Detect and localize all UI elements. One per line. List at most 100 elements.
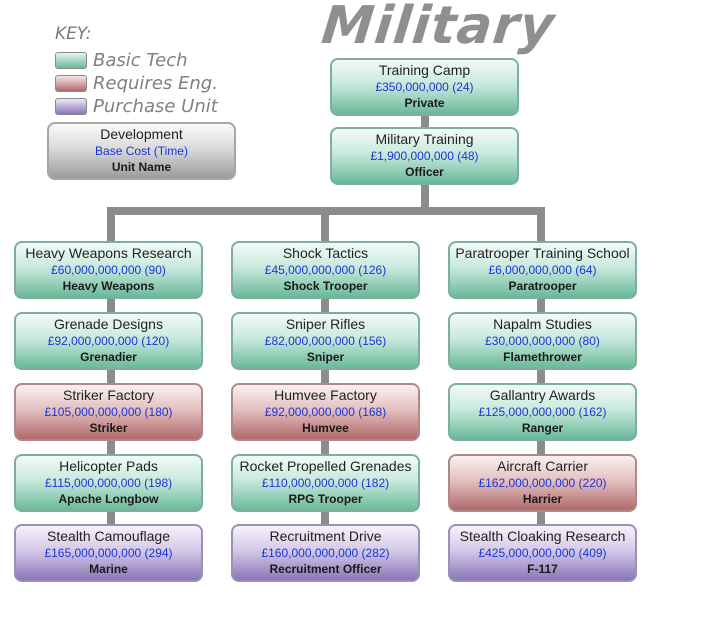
tech-box-military-training: Military Training £1,900,000,000 (48) Of… xyxy=(330,127,519,185)
tech-box: Sniper Rifles £82,000,000,000 (156) Sniper xyxy=(231,312,420,370)
tech-unit: Heavy Weapons xyxy=(62,279,155,293)
connector-segment xyxy=(107,368,115,385)
tech-cost: £82,000,000,000 (156) xyxy=(264,334,387,348)
tech-box: Aircraft Carrier £162,000,000,000 (220) Ha… xyxy=(448,454,637,512)
tech-box: Grenade Designs £92,000,000,000 (120) Gren… xyxy=(14,312,203,370)
tech-cost: £160,000,000,000 (282) xyxy=(261,546,390,560)
tech-cost: £105,000,000,000 (180) xyxy=(44,405,173,419)
key-label: Requires Eng. xyxy=(93,72,218,94)
tech-unit: Officer xyxy=(405,165,444,179)
tech-cost: £45,000,000,000 (126) xyxy=(264,263,387,277)
legend-box-name: Development xyxy=(100,126,183,142)
tech-name: Striker Factory xyxy=(62,387,154,403)
tech-unit: Recruitment Officer xyxy=(269,562,382,576)
tech-unit: Sniper xyxy=(306,350,345,364)
tech-cost: £110,000,000,000 (182) xyxy=(261,476,390,490)
tech-unit: Shock Trooper xyxy=(283,279,368,293)
tech-name: Recruitment Drive xyxy=(269,528,382,544)
tech-unit: Paratrooper xyxy=(508,279,577,293)
tech-name: Training Camp xyxy=(378,62,471,78)
tech-unit: Striker xyxy=(89,421,128,435)
connector-segment xyxy=(107,510,115,526)
connector-segment xyxy=(321,439,329,456)
tech-cost: £115,000,000,000 (198) xyxy=(44,476,173,490)
tech-unit: F-117 xyxy=(527,562,558,576)
connector-segment xyxy=(537,510,545,526)
tech-unit: Grenadier xyxy=(80,350,137,364)
tech-box: Stealth Camouflage £165,000,000,000 (294)… xyxy=(14,524,203,582)
tech-box: Rocket Propelled Grenades £110,000,000,00… xyxy=(231,454,420,512)
connector-segment xyxy=(321,368,329,385)
tech-name: Napalm Studies xyxy=(493,316,592,332)
connector-segment xyxy=(321,510,329,526)
tech-name: Shock Tactics xyxy=(282,245,369,261)
tech-name: Military Training xyxy=(375,131,474,147)
tech-unit: Harrier xyxy=(522,492,563,506)
tech-box: Striker Factory £105,000,000,000 (180) Str… xyxy=(14,383,203,441)
legend-box-cost: Base Cost (Time) xyxy=(95,144,188,158)
tech-box: Shock Tactics £45,000,000,000 (126) Shock … xyxy=(231,241,420,299)
tech-name: Humvee Factory xyxy=(274,387,377,403)
key-label: Purchase Unit xyxy=(93,95,218,117)
tech-cost: £125,000,000,000 (162) xyxy=(478,405,607,419)
tech-cost: £425,000,000,000 (409) xyxy=(478,546,607,560)
tech-name: Heavy Weapons Research xyxy=(25,245,192,261)
tech-cost: £92,000,000,000 (168) xyxy=(264,405,387,419)
tech-unit: Flamethrower xyxy=(503,350,582,364)
key-swatch-purple xyxy=(55,97,87,115)
tech-name: Paratrooper Training School xyxy=(455,245,630,261)
connector-col-2 xyxy=(321,207,329,243)
key-swatch-red xyxy=(55,74,87,92)
connector-col-3 xyxy=(537,207,545,243)
key-swatch-green xyxy=(55,51,87,69)
tech-cost: £165,000,000,000 (294) xyxy=(44,546,173,560)
tech-box: Recruitment Drive £160,000,000,000 (282) R… xyxy=(231,524,420,582)
tech-cost: £6,000,000,000 (64) xyxy=(488,263,597,277)
tech-name: Stealth Camouflage xyxy=(47,528,170,544)
tech-cost: £60,000,000,000 (90) xyxy=(51,263,166,277)
tech-name: Helicopter Pads xyxy=(59,458,158,474)
tech-cost: £162,000,000,000 (220) xyxy=(478,476,607,490)
tech-box: Napalm Studies £30,000,000,000 (80) Flamet… xyxy=(448,312,637,370)
tech-box: Helicopter Pads £115,000,000,000 (198) Apa… xyxy=(14,454,203,512)
tech-unit: Ranger xyxy=(521,421,564,435)
key-item-basic-tech: Basic Tech xyxy=(55,49,188,71)
tech-cost: £1,900,000,000 (48) xyxy=(370,149,479,163)
connector-root-2 xyxy=(421,185,429,210)
tech-unit: Apache Longbow xyxy=(58,492,159,506)
connector-segment xyxy=(537,439,545,456)
tech-box: Stealth Cloaking Research £425,000,000,00… xyxy=(448,524,637,582)
connector-segment xyxy=(107,297,115,314)
key-label: Basic Tech xyxy=(93,49,188,71)
page-title: Military xyxy=(318,0,558,56)
legend-box-unit: Unit Name xyxy=(111,160,172,174)
tech-name: Rocket Propelled Grenades xyxy=(239,458,412,474)
key-item-requires-eng: Requires Eng. xyxy=(55,72,218,94)
connector-segment xyxy=(107,439,115,456)
tech-name: Grenade Designs xyxy=(54,316,163,332)
connector-root-1 xyxy=(421,115,429,129)
tech-name: Sniper Rifles xyxy=(285,316,366,332)
tech-name: Gallantry Awards xyxy=(489,387,596,403)
tech-unit: Private xyxy=(404,96,445,110)
key-item-purchase-unit: Purchase Unit xyxy=(55,95,218,117)
tech-cost: £350,000,000 (24) xyxy=(375,80,474,94)
legend-box: Development Base Cost (Time) Unit Name xyxy=(47,122,236,180)
tech-box: Gallantry Awards £125,000,000,000 (162) Ra… xyxy=(448,383,637,441)
tech-box: Humvee Factory £92,000,000,000 (168) Humve… xyxy=(231,383,420,441)
tech-cost: £30,000,000,000 (80) xyxy=(485,334,600,348)
connector-segment xyxy=(321,297,329,314)
tech-cost: £92,000,000,000 (120) xyxy=(47,334,170,348)
connector-col-1 xyxy=(107,207,115,243)
connector-segment xyxy=(537,297,545,314)
tech-name: Aircraft Carrier xyxy=(496,458,588,474)
tech-unit: RPG Trooper xyxy=(288,492,363,506)
tech-box: Heavy Weapons Research £60,000,000,000 (9… xyxy=(14,241,203,299)
tech-box-training-camp: Training Camp £350,000,000 (24) Private xyxy=(330,58,519,116)
tech-unit: Humvee xyxy=(302,421,349,435)
tech-box: Paratrooper Training School £6,000,000,00… xyxy=(448,241,637,299)
tech-unit: Marine xyxy=(89,562,128,576)
connector-segment xyxy=(537,368,545,385)
tech-name: Stealth Cloaking Research xyxy=(459,528,626,544)
key-heading: KEY: xyxy=(55,24,92,44)
